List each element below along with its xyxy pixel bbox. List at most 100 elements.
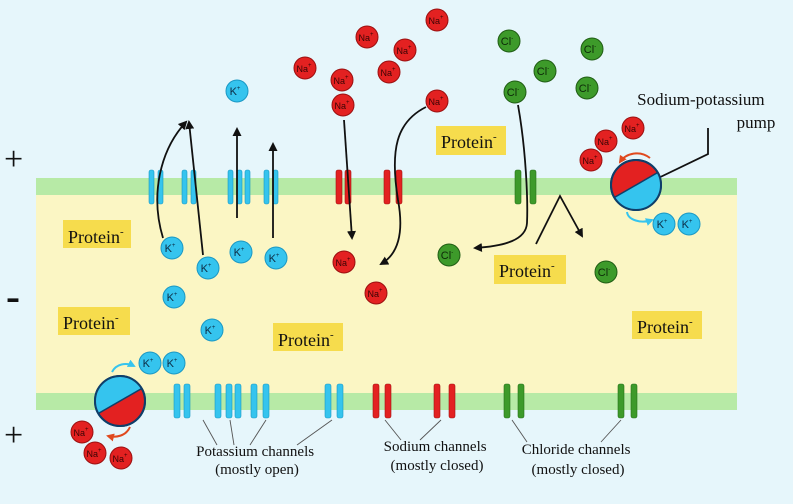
svg-text:Na+: Na+ (296, 63, 312, 74)
svg-text:Cl-: Cl- (579, 83, 591, 95)
chloride-ion: Cl- (497, 29, 521, 53)
sodium-channels-label: Sodium channels (mostly closed) (384, 439, 491, 474)
svg-text:Protein-: Protein- (637, 316, 693, 337)
sodium-ion: Na+ (109, 446, 133, 470)
svg-text:Na+: Na+ (335, 257, 351, 268)
svg-text:Cl-: Cl- (507, 87, 519, 99)
svg-text:Na+: Na+ (380, 67, 396, 78)
sodium-ion: Na+ (331, 93, 355, 117)
charge-plus-bottom: + (4, 417, 23, 454)
potassium-ion: K+ (160, 236, 184, 260)
protein-box: Protein- (273, 323, 343, 351)
svg-text:K+: K+ (167, 292, 178, 304)
potassium-ion: K+ (162, 351, 186, 375)
svg-text:K+: K+ (657, 219, 668, 231)
potassium-channels-bottom (173, 383, 344, 419)
chloride-ion: Cl- (575, 76, 599, 100)
svg-text:Na+: Na+ (358, 32, 374, 43)
pump-arrow-k-in (626, 211, 654, 226)
svg-text:Na+: Na+ (428, 96, 444, 107)
charge-minus: - (6, 274, 20, 320)
chloride-channel-top (514, 169, 537, 205)
svg-text:Na+: Na+ (367, 288, 383, 299)
chloride-ion: Cl- (437, 243, 461, 267)
sodium-ion: Na+ (332, 250, 356, 274)
cl-influx-arrow (473, 104, 529, 253)
sodium-potassium-pump (610, 159, 662, 211)
sodium-ion: Na+ (377, 60, 401, 84)
chloride-channels-bottom (503, 383, 638, 419)
sodium-ion: Na+ (83, 441, 107, 465)
pump-arrow-k-in (111, 359, 136, 373)
sodium-potassium-pump (94, 375, 146, 427)
sodium-ion: Na+ (355, 25, 379, 49)
cl-diffusion-arrow (535, 194, 583, 245)
sodium-ion: Na+ (70, 420, 94, 444)
svg-text:K+: K+ (165, 243, 176, 255)
k-efflux-arrow-1 (156, 120, 188, 239)
potassium-channels-top (148, 169, 279, 205)
svg-text:Cl-: Cl- (501, 36, 513, 48)
svg-text:K+: K+ (143, 358, 154, 370)
ion-layer: K+K+K+K+K+K+K+K+K+K+K+Na+Na+Na+Na+Na+Na+… (70, 8, 701, 470)
svg-text:Protein-: Protein- (441, 131, 497, 152)
sodium-ion: Na+ (330, 68, 354, 92)
sodium-ion: Na+ (364, 281, 388, 305)
pump-arrow-na-out (106, 426, 131, 442)
channel-leader-lines (202, 419, 622, 446)
svg-text:K+: K+ (269, 253, 280, 265)
na-influx-arrow-2 (379, 106, 427, 265)
svg-text:Protein-: Protein- (278, 329, 334, 350)
svg-text:K+: K+ (167, 358, 178, 370)
svg-text:Protein-: Protein- (68, 226, 124, 247)
k-efflux-arrow-2 (185, 120, 204, 256)
svg-text:K+: K+ (682, 219, 693, 231)
svg-text:K+: K+ (234, 247, 245, 259)
svg-text:K+: K+ (205, 325, 216, 337)
na-influx-arrow-1 (343, 119, 357, 240)
svg-text:Cl-: Cl- (441, 250, 453, 262)
protein-box: Protein- (63, 220, 131, 248)
svg-text:Na+: Na+ (396, 45, 412, 56)
protein-box: Protein- (494, 255, 566, 284)
ion-flow-arrows (156, 104, 709, 265)
svg-text:Na+: Na+ (73, 427, 89, 438)
svg-text:Cl-: Cl- (584, 44, 596, 56)
svg-text:Na+: Na+ (334, 100, 350, 111)
sodium-ion: Na+ (594, 129, 618, 153)
potassium-ion: K+ (229, 240, 253, 264)
sodium-ion: Na+ (293, 56, 317, 80)
potassium-channels-label: Potassium channels (mostly open) (196, 444, 318, 478)
sodium-ion: Na+ (393, 38, 417, 62)
potassium-ion: K+ (162, 285, 186, 309)
pump-arrow-na-out (618, 152, 651, 164)
potassium-ion: K+ (200, 318, 224, 342)
protein-box: Protein- (632, 311, 702, 339)
sodium-ion: Na+ (579, 148, 603, 172)
protein-box: Protein- (436, 126, 506, 155)
chloride-ion: Cl- (533, 59, 557, 83)
potassium-ion: K+ (225, 79, 249, 103)
svg-text:Na+: Na+ (624, 123, 640, 134)
chloride-ion: Cl- (594, 260, 618, 284)
potassium-ion: K+ (138, 351, 162, 375)
svg-text:Na+: Na+ (582, 155, 598, 166)
pump-label: Sodium-potassium pump (637, 90, 775, 132)
chloride-channels-label: Chloride channels (mostly closed) (522, 442, 634, 478)
sodium-ion: Na+ (425, 8, 449, 32)
potassium-ion: K+ (652, 212, 676, 236)
chloride-ion: Cl- (580, 37, 604, 61)
svg-text:Na+: Na+ (112, 453, 128, 464)
pump-pointer-line (649, 128, 709, 183)
svg-text:Na+: Na+ (333, 75, 349, 86)
svg-text:Protein-: Protein- (499, 260, 555, 281)
svg-text:Protein-: Protein- (63, 312, 119, 333)
svg-text:K+: K+ (230, 86, 241, 98)
sodium-ion: Na+ (425, 89, 449, 113)
svg-text:Na+: Na+ (597, 136, 613, 147)
potassium-ion: K+ (677, 212, 701, 236)
svg-text:K+: K+ (201, 263, 212, 275)
protein-box: Protein- (58, 307, 130, 335)
potassium-ion: K+ (264, 246, 288, 270)
